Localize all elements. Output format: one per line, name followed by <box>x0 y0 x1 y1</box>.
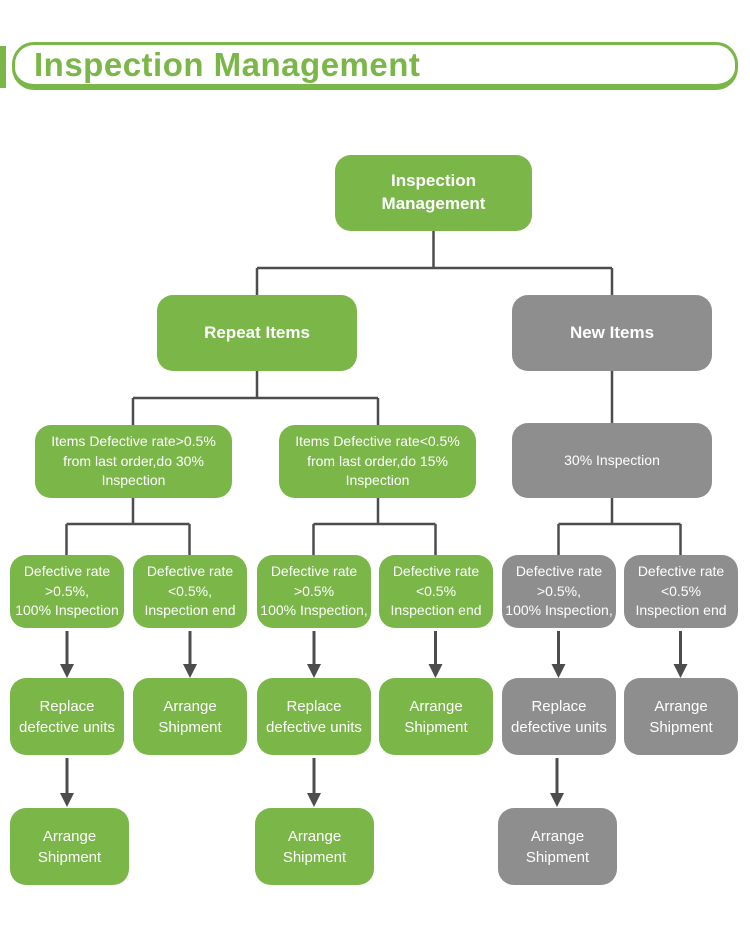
node-label: Arrange Shipment <box>37 827 102 866</box>
node-label: Defective rate <0.5% Inspection end <box>635 562 727 619</box>
node-new-ship: Arrange Shipment <box>624 678 738 755</box>
node-repeat-gt-low: Defective rate <0.5%, Inspection end <box>133 555 247 628</box>
node-label: Defective rate <0.5% Inspection end <box>390 562 482 619</box>
node-repeat-defect-lt: Items Defective rate<0.5% from last orde… <box>279 425 476 498</box>
node-repeat-lt-replace: Replace defective units <box>257 678 371 755</box>
node-label: Repeat Items <box>204 322 310 342</box>
node-label: Items Defective rate>0.5% from last orde… <box>51 432 216 489</box>
node-new-low: Defective rate <0.5% Inspection end <box>624 555 738 628</box>
node-label: Defective rate >0.5% 100% Inspection, <box>260 562 368 619</box>
node-label: Replace defective units <box>511 697 607 736</box>
node-label: Arrange Shipment <box>404 697 468 736</box>
node-label: Arrange Shipment <box>525 827 590 866</box>
node-label: Replace defective units <box>266 697 362 736</box>
node-label: 30% Inspection <box>564 451 660 468</box>
node-repeat-gt-high: Defective rate >0.5%, 100% Inspection <box>10 555 124 628</box>
node-label: Inspection Management <box>381 171 486 213</box>
node-label: Replace defective units <box>19 697 115 736</box>
node-repeat-gt-replace: Replace defective units <box>10 678 124 755</box>
node-repeat-lt-low: Defective rate <0.5% Inspection end <box>379 555 493 628</box>
node-label: New Items <box>569 322 655 342</box>
node-repeat-defect-gt: Items Defective rate>0.5% from last orde… <box>35 425 232 498</box>
node-label: Arrange Shipment <box>649 697 713 736</box>
node-repeat-lt-high: Defective rate >0.5% 100% Inspection, <box>257 555 371 628</box>
header-frame <box>12 42 738 90</box>
elbow-connectors <box>65 231 682 555</box>
header-accent-bar <box>0 46 6 88</box>
node-repeat-lt-final-ship: Arrange Shipment <box>255 808 374 885</box>
node-label: Items Defective rate<0.5% from last orde… <box>295 432 460 489</box>
node-new-items: New Items <box>512 295 712 371</box>
node-repeat-gt-final-ship: Arrange Shipment <box>10 808 129 885</box>
node-new-high: Defective rate >0.5%, 100% Inspection, <box>502 555 616 628</box>
node-label: Defective rate >0.5%, 100% Inspection, <box>505 562 613 619</box>
page-title: Inspection Management <box>34 46 421 83</box>
node-repeat-lt-ship: Arrange Shipment <box>379 678 493 755</box>
node-label: Arrange Shipment <box>282 827 347 866</box>
node-label: Defective rate >0.5%, 100% Inspection <box>15 562 119 619</box>
node-new-30pct-inspection: 30% Inspection <box>512 423 712 498</box>
node-label: Defective rate <0.5%, Inspection end <box>144 562 236 619</box>
node-repeat-items: Repeat Items <box>157 295 357 371</box>
node-new-final-ship: Arrange Shipment <box>498 808 617 885</box>
node-repeat-gt-ship: Arrange Shipment <box>133 678 247 755</box>
node-inspection-management: Inspection Management <box>335 155 532 231</box>
node-label: Arrange Shipment <box>158 697 222 736</box>
node-new-replace: Replace defective units <box>502 678 616 755</box>
